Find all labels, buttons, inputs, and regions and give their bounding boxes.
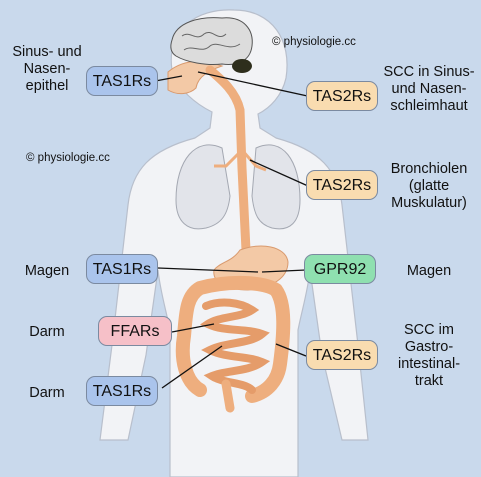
receptor-tas1rs-nose: TAS1Rs <box>86 66 158 96</box>
label-stomach-left: Magen <box>24 263 70 279</box>
copyright-left: © physiologie.cc <box>26 152 110 164</box>
label-nose-left: Sinus- und Nasen- epithel <box>12 44 82 94</box>
rectum <box>221 379 235 413</box>
pointer-tas1-gut <box>161 345 223 389</box>
pointer-lines <box>149 71 313 389</box>
receptor-tas2rs-nose: TAS2Rs <box>306 81 378 111</box>
pointer-tas2-gut <box>275 343 307 357</box>
cerebellum <box>232 59 252 73</box>
label-nose-right: SCC in Sinus- und Nasen- schleimhaut <box>383 64 475 114</box>
label-gut-left-1: Darm <box>29 324 65 340</box>
receptor-tas2rs-bronchi: TAS2Rs <box>306 170 378 200</box>
receptor-gpr92-stomach: GPR92 <box>304 254 376 284</box>
body-silhouette <box>99 9 369 477</box>
pointer-stomach-left <box>157 267 259 273</box>
large-intestine <box>175 275 291 403</box>
receptor-tas2rs-gut: TAS2Rs <box>306 340 378 370</box>
receptor-tas1rs-gut: TAS1Rs <box>86 376 158 406</box>
copyright-top: © physiologie.cc <box>272 36 356 48</box>
bronchi <box>214 128 267 172</box>
label-bronchi: Bronchiolen (glatte Muskulatur) <box>390 161 468 211</box>
label-stomach-right: Magen <box>406 263 452 279</box>
receptor-tas1rs-stomach: TAS1Rs <box>86 254 158 284</box>
receptor-ffars-gut: FFARs <box>98 316 172 346</box>
label-gut-left-2: Darm <box>29 385 65 401</box>
esophagus <box>205 65 251 255</box>
pointer-nose-right <box>197 71 313 98</box>
pointer-stomach-right <box>261 269 307 273</box>
brain <box>170 17 253 65</box>
small-intestine <box>200 298 271 394</box>
label-gut-right: SCC im Gastro- intestinal- trakt <box>397 322 461 389</box>
pointer-bronchi <box>249 159 309 187</box>
pointer-ffar <box>171 323 215 333</box>
